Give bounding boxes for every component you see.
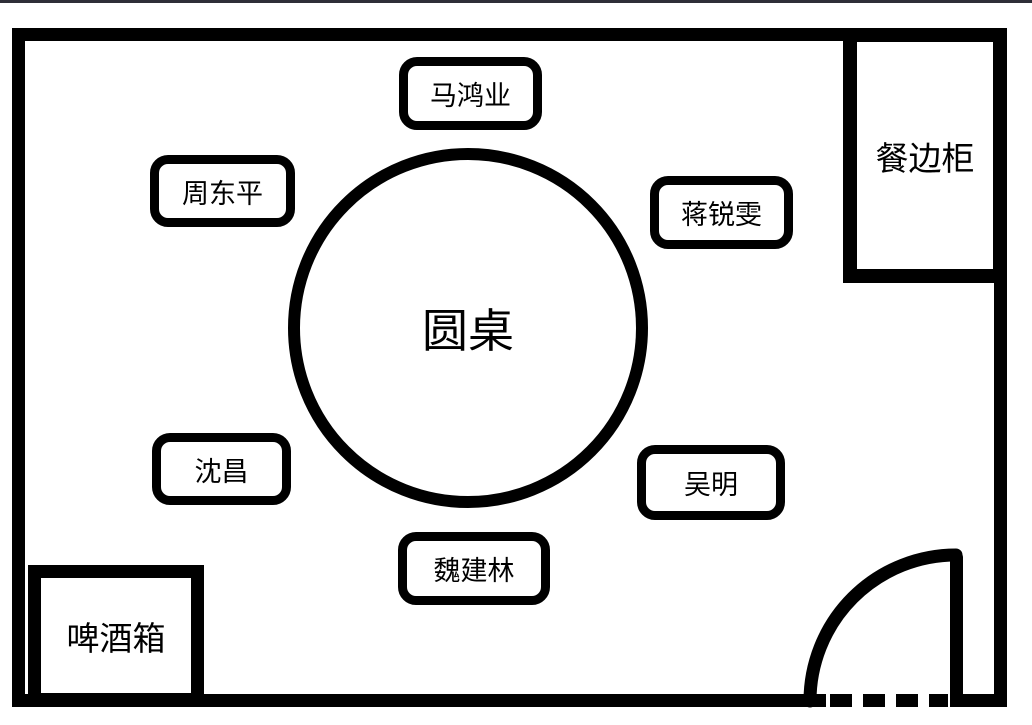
seat-shen-chang: 沈昌 [152,433,291,505]
seat-wei-jianlin: 魏建林 [398,532,550,605]
seat-wu-ming: 吴明 [637,445,785,520]
beer-box: 啤酒箱 [28,565,204,706]
seat-label: 蒋锐雯 [681,200,762,230]
round-table-label: 圆桌 [422,305,514,357]
sideboard-label: 餐边柜 [875,139,975,177]
seat-label: 周东平 [182,178,263,209]
sideboard-cabinet: 餐边柜 [843,28,1007,283]
seat-label: 吴明 [684,470,738,500]
seat-label: 马鸿业 [430,81,511,111]
seat-jiang-ruiwen: 蒋锐雯 [650,176,793,249]
seat-label: 魏建林 [433,556,515,586]
door-opening-dashes [830,694,948,707]
door-leaf [950,553,963,701]
seat-ma-hongye: 马鸿业 [399,57,542,130]
beer-box-label: 啤酒箱 [66,619,166,657]
round-table: 圆桌 [288,148,648,508]
seat-zhou-dongping: 周东平 [150,155,295,227]
seat-label: 沈昌 [194,456,249,487]
window-top-border [0,0,1032,3]
